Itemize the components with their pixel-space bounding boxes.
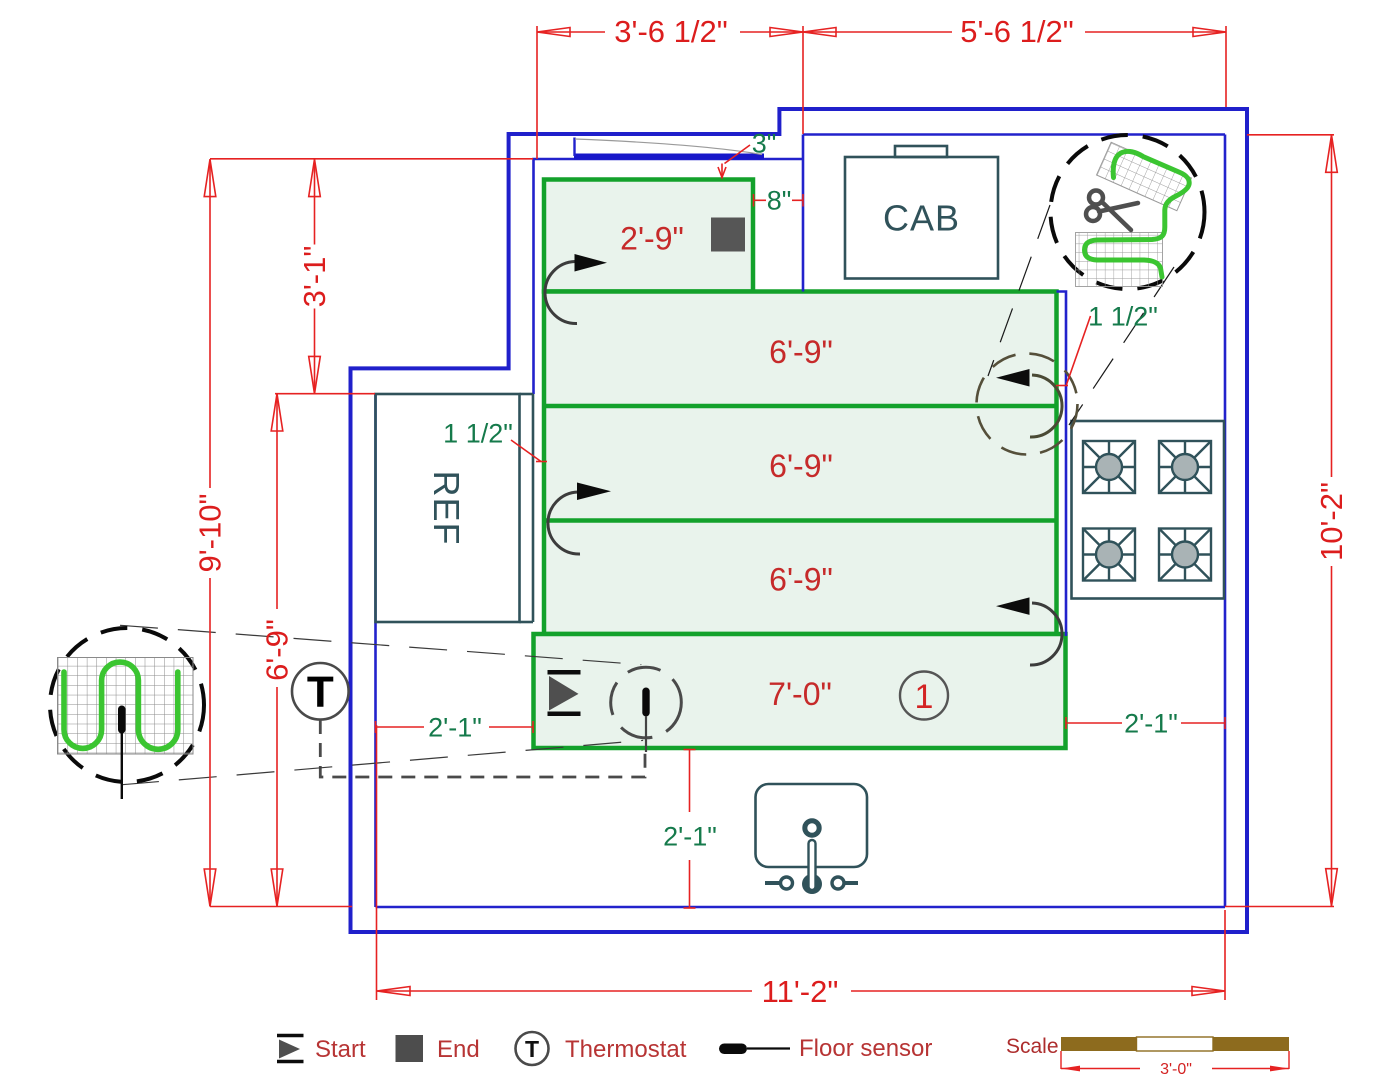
svg-text:6'-9": 6'-9" bbox=[260, 619, 295, 681]
svg-text:1 1/2": 1 1/2" bbox=[443, 419, 513, 449]
svg-text:3": 3" bbox=[752, 129, 777, 159]
svg-text:Start: Start bbox=[315, 1036, 366, 1063]
svg-text:Scale: Scale bbox=[1006, 1035, 1059, 1058]
svg-text:8": 8" bbox=[767, 186, 792, 216]
svg-text:6'-9": 6'-9" bbox=[769, 448, 833, 484]
svg-text:11'-2": 11'-2" bbox=[762, 974, 839, 1009]
svg-text:1 1/2": 1 1/2" bbox=[1088, 302, 1158, 332]
svg-text:2'-1": 2'-1" bbox=[1124, 709, 1178, 739]
svg-text:5'-6 1/2": 5'-6 1/2" bbox=[960, 14, 1073, 49]
svg-text:2'-9": 2'-9" bbox=[620, 221, 684, 257]
svg-text:6'-9": 6'-9" bbox=[769, 562, 833, 598]
svg-text:3'-6 1/2": 3'-6 1/2" bbox=[614, 14, 727, 49]
svg-text:3'-0": 3'-0" bbox=[1160, 1061, 1192, 1078]
svg-text:7'-0": 7'-0" bbox=[768, 676, 832, 712]
svg-text:10'-2": 10'-2" bbox=[1314, 482, 1349, 561]
svg-text:REF: REF bbox=[426, 471, 467, 546]
svg-text:End: End bbox=[437, 1036, 480, 1063]
svg-text:1: 1 bbox=[915, 678, 934, 716]
svg-text:9'-10": 9'-10" bbox=[193, 494, 228, 573]
svg-text:Thermostat: Thermostat bbox=[565, 1036, 687, 1063]
svg-text:Floor sensor: Floor sensor bbox=[799, 1035, 932, 1062]
svg-text:T: T bbox=[307, 668, 334, 717]
svg-text:T: T bbox=[525, 1036, 539, 1062]
svg-text:2'-1": 2'-1" bbox=[428, 713, 482, 743]
svg-text:2'-1": 2'-1" bbox=[663, 822, 717, 852]
svg-text:6'-9": 6'-9" bbox=[769, 334, 833, 370]
svg-text:3'-1": 3'-1" bbox=[297, 246, 332, 308]
svg-text:CAB: CAB bbox=[883, 198, 960, 239]
